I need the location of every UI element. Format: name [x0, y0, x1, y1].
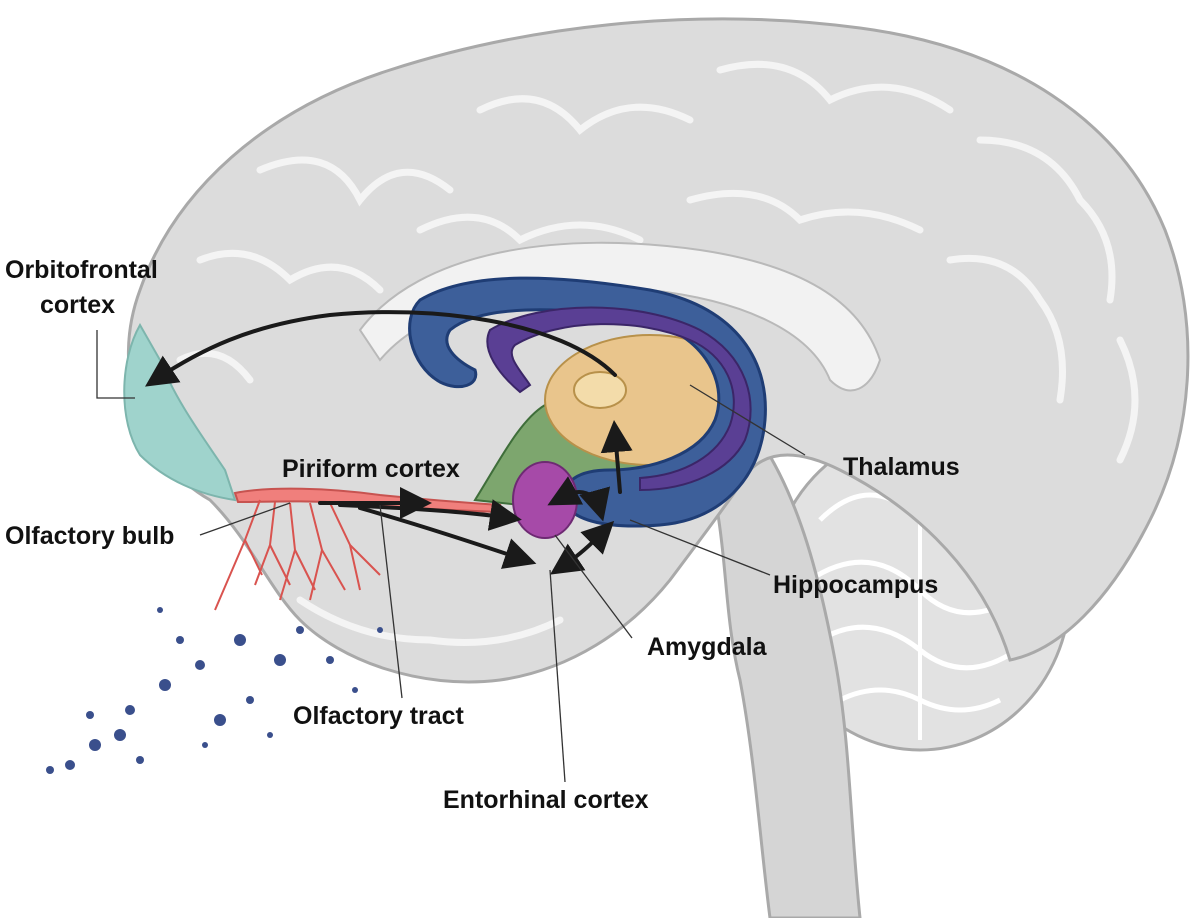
odor-particles	[46, 607, 383, 774]
arrow-hippocampus-to-thalamus	[600, 420, 633, 494]
arrow-to-amygdala	[338, 499, 522, 531]
arrow-amygdala-hippocampus	[547, 476, 611, 522]
arrow-hippocampus-entorhinal	[550, 520, 615, 575]
label-amygdala: Amygdala	[647, 633, 768, 661]
label-olfactory-bulb: Olfactory bulb	[5, 522, 174, 550]
label-entorhinal-cortex: Entorhinal cortex	[443, 786, 649, 814]
hippocampus-region	[408, 276, 767, 528]
label-piriform-cortex: Piriform cortex	[282, 455, 460, 483]
label-hippocampus: Hippocampus	[773, 571, 938, 599]
olfactory-bulb-region	[214, 487, 502, 611]
label-orbitofrontal-line1: Orbitofrontal	[5, 256, 158, 284]
amygdala-region	[512, 461, 578, 539]
label-olfactory-tract: Olfactory tract	[293, 702, 465, 730]
arrow-thalamus-to-orbitofrontal	[145, 310, 617, 387]
brain-gyri	[176, 60, 1139, 646]
label-orbitofrontal-line2: cortex	[40, 291, 115, 319]
label-thalamus: Thalamus	[843, 453, 960, 481]
leader-lines	[96, 330, 806, 783]
